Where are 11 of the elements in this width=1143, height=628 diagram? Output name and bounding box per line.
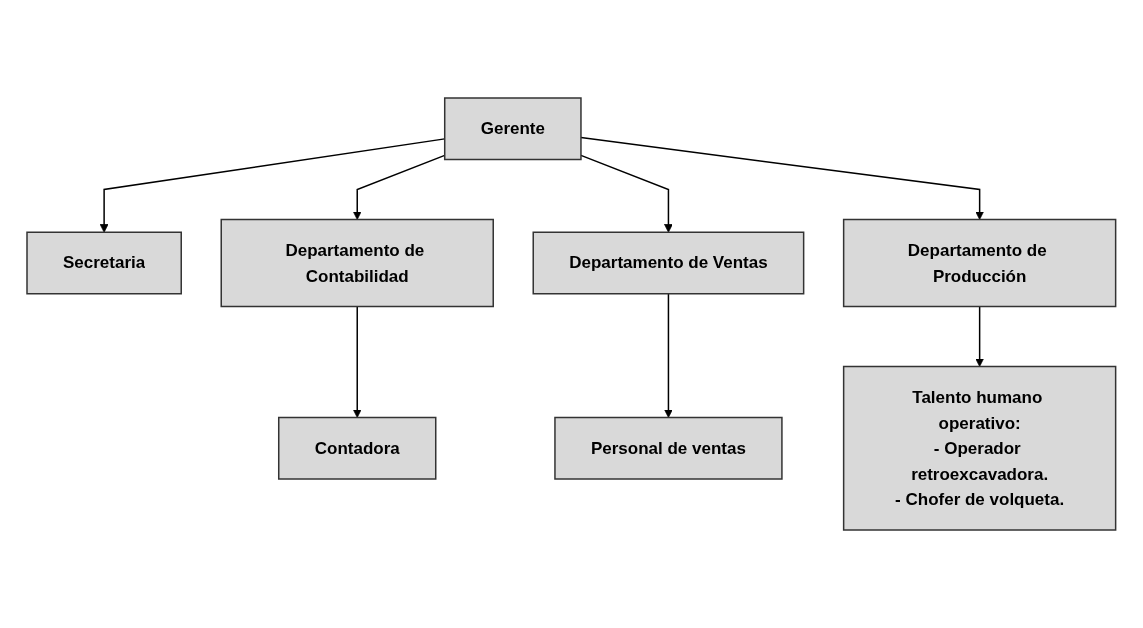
node-box: Personal de ventas bbox=[554, 416, 783, 480]
node-box: Contadora bbox=[278, 416, 437, 480]
node-box: Gerente bbox=[444, 97, 582, 161]
arrow bbox=[353, 305, 362, 418]
arrow bbox=[664, 293, 673, 418]
arrow bbox=[975, 305, 985, 367]
node-box: Secretaria bbox=[26, 231, 183, 295]
node-box: Departamento de Ventas bbox=[532, 231, 805, 295]
node-box: Talento humano operativo: - Operador retroexcavadora. - Chofer de volqueta. bbox=[843, 365, 1117, 531]
node-box: Departamento de Producción bbox=[843, 218, 1117, 308]
node-box: Departamento de Contabilidad bbox=[220, 218, 495, 308]
